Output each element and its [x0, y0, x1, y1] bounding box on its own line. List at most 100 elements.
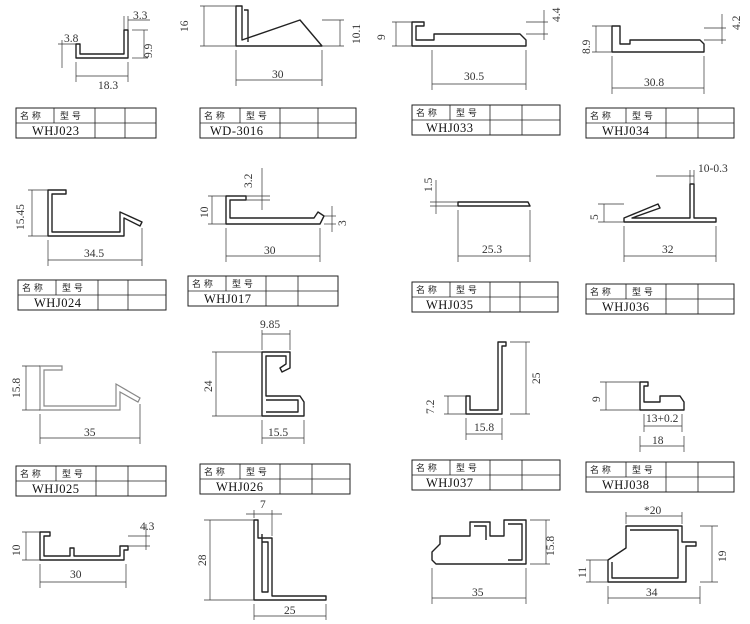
dim-label: 32: [662, 244, 674, 256]
profile-whj017-shape: [225, 195, 325, 225]
profile-row4-a-shape: [39, 531, 129, 561]
profile-whj026-shape: [261, 351, 305, 417]
profile-whj036-drawing: 10-0.3 5 32: [589, 163, 728, 262]
dim-label: 4.4: [551, 7, 563, 22]
dim-label: 3: [337, 220, 349, 226]
dim-label: *20: [644, 505, 662, 517]
table-name-label: 名 称: [22, 282, 43, 294]
table-name-label: 名 称: [416, 284, 437, 296]
profile-row4-c-drawing: 15.8 35: [431, 519, 557, 604]
profile-whj034-shape: [611, 25, 705, 53]
dim-label: 10-0.3: [698, 163, 728, 175]
dim-label: 10: [11, 544, 23, 556]
table-model-label: 型 号: [62, 469, 83, 480]
dim-label: 30: [272, 69, 284, 81]
dim-label: 16: [179, 20, 191, 32]
table-name-label: 名 称: [590, 286, 611, 298]
dim-label: 34.5: [84, 248, 104, 260]
profile-code: WHJ033: [426, 121, 473, 135]
profile-whj034-drawing: 8.9 4.2 30.8: [581, 14, 743, 94]
table-model-label: 型 号: [232, 279, 253, 290]
spec-table-whj034: 名 称 型 号 WHJ034: [585, 107, 735, 139]
profile-row4-c-shape: [431, 519, 527, 565]
profile-row4-b-drawing: 7 28 25: [197, 499, 327, 620]
profile-row4-a-drawing: 10 4.3 30: [11, 521, 155, 588]
spec-table-whj033: 名 称 型 号 WHJ033: [411, 104, 561, 136]
table-name-label: 名 称: [590, 110, 611, 122]
profile-whj017-drawing: 3.2 10 3 30: [199, 168, 349, 262]
profile-row4-b-shape: [253, 519, 327, 601]
profile-whj023-drawing: 3.3 3.8 9.9 18.3: [58, 10, 155, 92]
dim-label: 30: [70, 569, 82, 581]
table-name-label: 名 称: [20, 110, 41, 122]
profile-code: WHJ038: [602, 478, 649, 492]
dim-label: 5: [589, 214, 601, 220]
table-name-label: 名 称: [204, 466, 225, 478]
profile-code: WHJ025: [32, 482, 79, 496]
dim-label: 28: [197, 554, 209, 566]
spec-table-whj025: 名 称 型 号 WHJ025: [15, 465, 167, 497]
table-name-label: 名 称: [192, 278, 213, 290]
profile-code: WHJ023: [32, 124, 79, 138]
profile-whj038-shape: [639, 381, 685, 411]
dim-label: 11: [577, 567, 589, 578]
profile-whj036-shape: [623, 183, 717, 223]
profile-code: WHJ026: [216, 480, 263, 494]
table-name-label: 名 称: [20, 468, 41, 480]
dim-label: 24: [203, 380, 215, 392]
dim-label: 15.8: [11, 378, 23, 398]
dim-label: 34: [646, 587, 658, 599]
profile-code: WHJ024: [34, 296, 82, 310]
spec-table-whj038: 名 称 型 号 WHJ038: [585, 461, 735, 493]
dim-label: 8.9: [581, 39, 593, 54]
table-model-label: 型 号: [632, 287, 653, 298]
table-model-label: 型 号: [632, 465, 653, 476]
dim-label: 7: [260, 499, 266, 511]
dim-label: 9: [376, 34, 388, 40]
profile-code: WHJ017: [204, 292, 251, 306]
profile-whj023-shape: [75, 29, 129, 59]
profile-whj035-drawing: 1.5 25.3: [423, 177, 531, 262]
table-model-label: 型 号: [632, 111, 653, 122]
profile-whj038-drawing: 9 13+0.2 18: [591, 381, 685, 452]
profile-wd3016-shape: [235, 5, 323, 47]
profile-whj033-shape: [411, 21, 527, 47]
profile-code: WD-3016: [210, 124, 264, 138]
profile-code: WHJ034: [602, 124, 650, 138]
dim-label: 18: [652, 435, 664, 447]
profile-whj025-drawing: 15.8 35: [11, 365, 141, 444]
profile-whj037-drawing: 25 7.2 15.8: [425, 341, 543, 440]
dim-label: 4.3: [140, 521, 155, 533]
dim-label: 10: [199, 206, 211, 218]
dim-label: 3.2: [243, 173, 255, 188]
dim-label: 30: [264, 245, 276, 257]
profile-whj037-shape: [465, 341, 507, 415]
profile-code: WHJ035: [426, 298, 473, 312]
profile-whj024-shape: [47, 189, 143, 237]
dim-label: 19: [717, 550, 729, 562]
dim-label: 7.2: [425, 399, 437, 414]
table-name-label: 名 称: [204, 110, 225, 122]
dim-label: 30.8: [644, 77, 664, 89]
dim-label: 10.1: [351, 24, 363, 44]
profile-whj026-drawing: 9.85 24 15.5: [203, 319, 305, 444]
table-model-label: 型 号: [246, 467, 267, 478]
table-model-label: 型 号: [60, 111, 81, 122]
table-model-label: 型 号: [456, 285, 477, 296]
profile-wd3016-drawing: 16 10.1 30: [179, 5, 363, 86]
dim-label: 9: [591, 396, 603, 402]
spec-table-whj023: 名 称 型 号 WHJ023: [15, 107, 157, 139]
dim-label: 18.3: [98, 80, 118, 92]
table-name-label: 名 称: [590, 464, 611, 476]
table-model-label: 型 号: [456, 108, 477, 119]
dim-label: 25: [531, 372, 543, 384]
dim-label: 13+0.2: [646, 413, 679, 425]
table-model-label: 型 号: [246, 111, 267, 122]
profile-code: WHJ037: [426, 476, 473, 490]
table-model-label: 型 号: [456, 463, 477, 474]
spec-table-wd3016: 名 称 型 号 WD-3016: [199, 107, 357, 139]
dim-label: 35: [472, 587, 484, 599]
profile-code: WHJ036: [602, 300, 649, 314]
dim-label: 15.8: [474, 422, 494, 434]
profile-whj035-shape: [457, 201, 531, 207]
